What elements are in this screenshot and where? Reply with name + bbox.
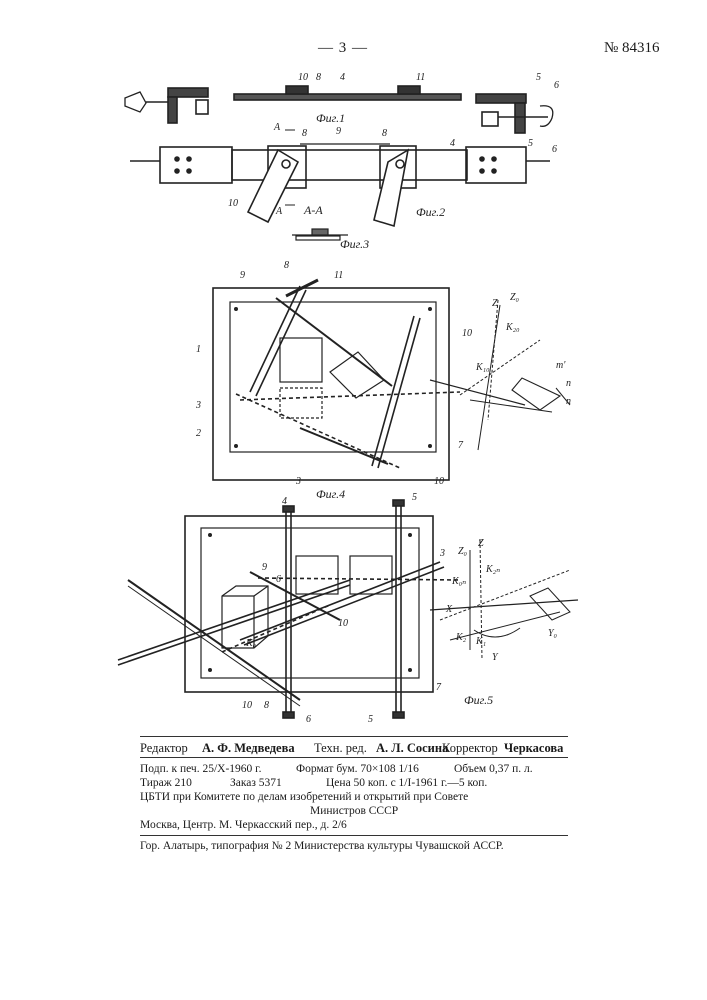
fig5-label-K2: K₂ <box>455 632 467 643</box>
fig4-label-8: 8 <box>284 260 289 271</box>
fig5-label-Z0: Z₀ <box>458 546 468 557</box>
imprint-bottom-rule <box>140 835 568 836</box>
fig4-label-9: 9 <box>240 270 245 281</box>
fig2-label-A-top: A <box>273 122 281 133</box>
fig1-label-10: 10 <box>298 72 308 83</box>
price: Цена 50 коп. с 1/I-1961 г.—5 коп. <box>326 776 487 790</box>
fig4-label-1: 1 <box>196 344 201 355</box>
volume: Объем 0,37 п. л. <box>454 762 533 776</box>
fig5-label-K1: K₁ <box>475 636 486 647</box>
figure-labels: 10 8 4 11 5 6 Фиг.1 A 8 9 8 4 5 6 10 A А… <box>195 72 571 725</box>
fig4-caption: Фиг.4 <box>316 487 345 501</box>
fig4-label-n1: n <box>566 378 571 389</box>
fig4-label-3b: 3 <box>295 476 301 487</box>
corrector-name: Черкасова <box>504 741 563 755</box>
fig4-label-7: 7 <box>458 440 464 451</box>
fig2-label-9: 9 <box>336 126 341 137</box>
corrector-label: Корректор <box>442 741 498 755</box>
fig5-label-X: X <box>445 604 453 615</box>
fig5-label-K2n: K₂ₙ <box>485 564 500 575</box>
paper-format: Формат бум. 70×108 1/16 <box>296 762 419 776</box>
fig5-label-K0n: K₀ₙ <box>451 576 466 587</box>
fig2-label-8b: 8 <box>382 128 387 139</box>
printer-line: Гор. Алатырь, типография № 2 Министерств… <box>140 839 504 853</box>
fig1-label-6: 6 <box>554 80 559 91</box>
fig5-label-10b: 10 <box>242 700 252 711</box>
fig1-label-5: 5 <box>536 72 541 83</box>
fig5-label-7: 7 <box>436 682 442 693</box>
fig5-label-Y0: Y₀ <box>548 628 558 639</box>
fig4-label-10b: 10 <box>434 476 444 487</box>
fig2-label-4: 4 <box>450 138 455 149</box>
credits-line: Редактор А. Ф. Медведева Техн. ред. А. Л… <box>140 741 570 755</box>
imprint-mid-rule <box>140 757 568 758</box>
fig4-label-m: m' <box>556 360 566 371</box>
fig5-label-8: 8 <box>264 700 269 711</box>
fig5-drawing <box>118 500 578 718</box>
fig5-label-6-top: 6 <box>276 574 281 585</box>
fig2-label-10: 10 <box>228 198 238 209</box>
fig4-label-3a: 3 <box>195 400 201 411</box>
fig5-caption: Фиг.5 <box>464 693 493 707</box>
imprint-top-rule <box>140 736 568 737</box>
fig4-label-Z0: Z₀ <box>510 292 520 303</box>
editor-name: А. Ф. Медведева <box>202 741 295 755</box>
fig4-label-n2: n <box>566 396 571 407</box>
fig5-label-4: 4 <box>282 496 287 507</box>
fig5-label-Z: Z <box>478 538 484 549</box>
fig5-label-K0: K₀ <box>245 638 257 649</box>
publisher-line1: ЦБТИ при Комитете по делам изобретений и… <box>140 790 468 804</box>
print-run: Тираж 210 <box>140 776 192 790</box>
section-mark: А-А <box>303 203 323 217</box>
tech-label: Техн. ред. <box>314 741 367 755</box>
fig4-label-10a: 10 <box>462 328 472 339</box>
fig5-label-5-bottom: 5 <box>368 714 373 725</box>
order-number: Заказ 5371 <box>230 776 282 790</box>
printer-block: Гор. Алатырь, типография № 2 Министерств… <box>140 839 570 853</box>
fig5-label-5-top: 5 <box>412 492 417 503</box>
fig5-label-3: 3 <box>439 548 445 559</box>
publisher-address: Москва, Центр. М. Черкасский пер., д. 2/… <box>140 818 347 832</box>
fig4-label-K20: K₂₀ <box>505 322 520 333</box>
fig2-drawing <box>130 130 550 226</box>
fig3-caption: Фиг.3 <box>340 237 369 251</box>
fig4-label-11: 11 <box>334 270 343 281</box>
editor-label: Редактор <box>140 741 188 755</box>
fig5-label-9: 9 <box>262 562 267 573</box>
fig1-label-11: 11 <box>416 72 425 83</box>
fig4-label-2: 2 <box>196 428 201 439</box>
fig2-label-A-bottom: A <box>275 206 283 217</box>
fig2-caption: Фиг.2 <box>416 205 445 219</box>
fig4-label-K10: K₁₀ <box>475 362 490 373</box>
fig5-label-10a: 10 <box>338 618 348 629</box>
fig5-label-Y: Y <box>492 652 499 663</box>
fig1-caption: Фиг.1 <box>316 111 345 125</box>
imprint-block: Подп. к печ. 25/X-1960 г. Формат бум. 70… <box>140 762 570 832</box>
tech-name: А. Л. Сосина <box>376 741 448 755</box>
fig1-label-8: 8 <box>316 72 321 83</box>
fig2-label-6: 6 <box>552 144 557 155</box>
fig4-drawing <box>213 280 570 480</box>
signed-date: Подп. к печ. 25/X-1960 г. <box>140 762 261 776</box>
patent-drawings: 10 8 4 11 5 6 Фиг.1 A 8 9 8 4 5 6 10 A А… <box>0 0 707 745</box>
fig2-label-8a: 8 <box>302 128 307 139</box>
fig1-label-4: 4 <box>340 72 345 83</box>
fig5-label-6-bottom: 6 <box>306 714 311 725</box>
fig2-label-5: 5 <box>528 138 533 149</box>
fig4-label-Z: Z <box>492 298 498 309</box>
publisher-line2: Министров СССР <box>310 804 398 818</box>
